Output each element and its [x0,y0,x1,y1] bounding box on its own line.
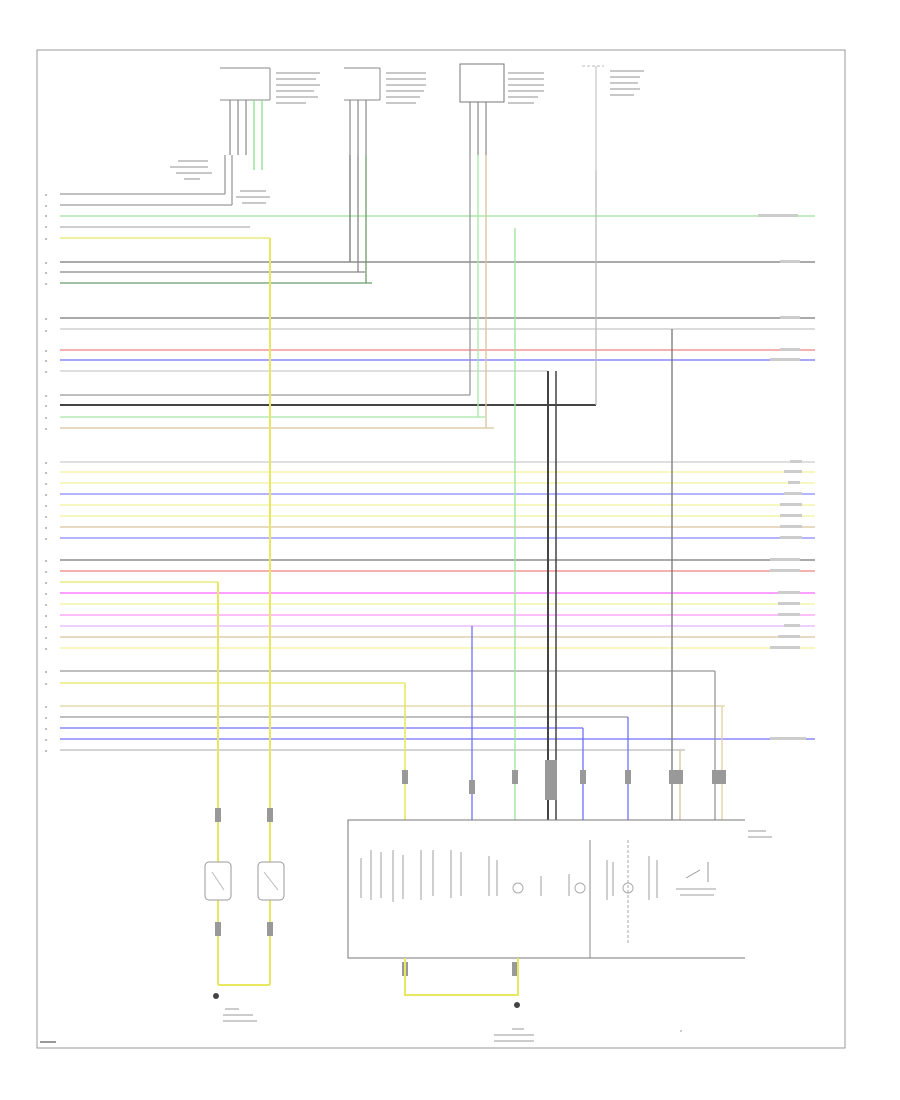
top-sensor-3 [459,63,505,155]
top-sensor-1 [220,67,271,170]
left-pin-column [45,194,47,752]
lamp-right [257,861,285,901]
top-sensor-2 [344,67,381,155]
component-labels [170,70,644,204]
wire-bus [60,193,815,751]
vertical-wires [217,155,723,985]
right-labels [223,214,806,1042]
control-module [347,819,745,959]
ground-point-right [514,1002,520,1008]
lamp-left [204,861,232,901]
diagram-frame [36,49,846,1049]
ground-paths [218,958,519,996]
footer-mark [40,1041,56,1043]
ground-point-left [213,993,219,999]
top-sensor-4 [582,65,604,170]
connector-ticks [215,760,726,976]
